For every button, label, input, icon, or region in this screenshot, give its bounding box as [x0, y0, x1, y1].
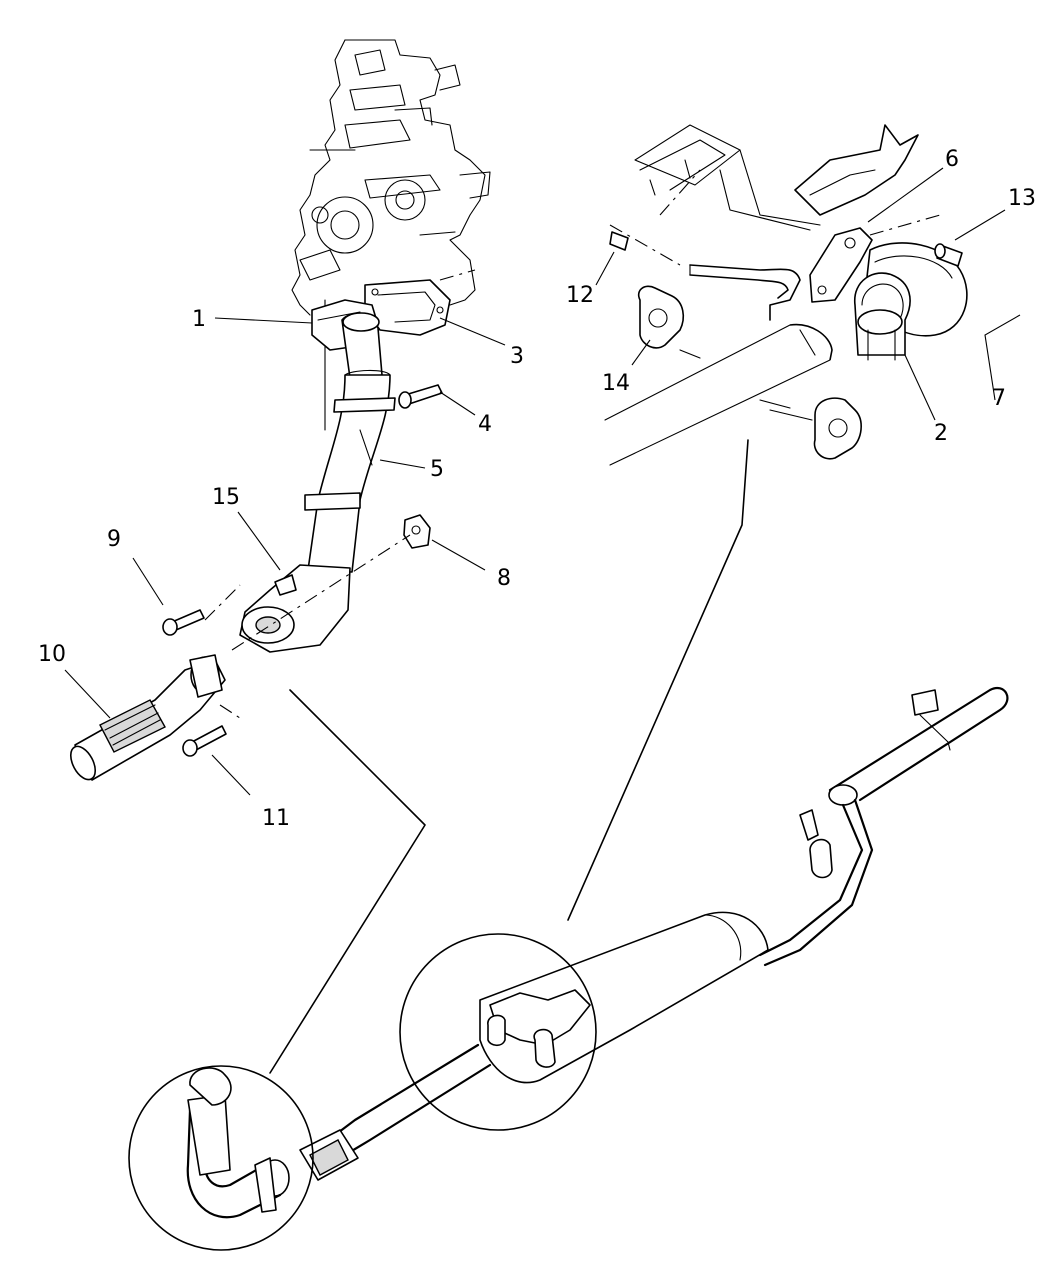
bolt-part-4: [398, 384, 443, 409]
callout-2: 2: [934, 421, 948, 446]
lower-insulator: [759, 397, 862, 460]
connector-line-left: [269, 689, 426, 1074]
callout-6: 6: [945, 147, 959, 172]
engine-block: [291, 39, 491, 431]
connector-line-right: [567, 439, 749, 921]
callout-1: 1: [192, 307, 206, 332]
callout-10: 10: [38, 642, 66, 667]
nut-part-8: [403, 514, 431, 549]
detail-circle-hanger: [399, 933, 597, 1131]
exhaust-manifold-part-1: [311, 299, 383, 379]
catalytic-converter: [239, 564, 351, 653]
callout-5: 5: [430, 457, 444, 482]
callout-7: 7: [992, 386, 1006, 411]
frame-crossmember: [609, 124, 919, 266]
callout-leaders: [64, 167, 1021, 796]
insulator-part-14: [637, 285, 701, 359]
full-exhaust-system: [186, 687, 1009, 1219]
hanger-rod: [689, 264, 801, 321]
callout-13: 13: [1008, 186, 1036, 211]
clamp-part-2: [854, 272, 911, 361]
callout-11: 11: [262, 806, 290, 831]
down-pipe-part-5: [304, 369, 396, 573]
callout-14: 14: [602, 371, 630, 396]
callout-3: 3: [510, 344, 524, 369]
callout-8: 8: [497, 566, 511, 591]
callout-15: 15: [212, 485, 240, 510]
muffler-section: [604, 323, 833, 466]
bolt-part-13: [934, 243, 963, 267]
bracket-part-6: [809, 227, 873, 303]
flex-pipe-part-10: [69, 654, 226, 781]
callout-4: 4: [478, 412, 492, 437]
bolt-part-11: [182, 725, 227, 757]
callout-9: 9: [107, 527, 121, 552]
detail-circle-downpipe: [128, 1065, 314, 1251]
callout-12: 12: [566, 283, 594, 308]
bolt-part-9: [162, 609, 205, 636]
bolt-part-12: [609, 231, 629, 251]
